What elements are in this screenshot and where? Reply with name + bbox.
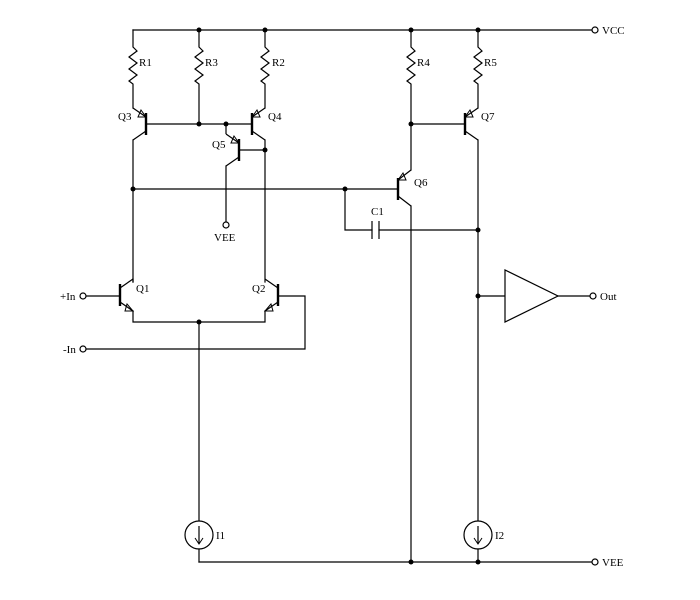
resistor-r1: R1: [128, 29, 152, 109]
r5-label: R5: [484, 57, 497, 69]
in-minus-label: -In: [63, 344, 76, 356]
c1-label: C1: [371, 206, 384, 218]
capacitor-c1: C1: [344, 188, 479, 239]
in-plus-label: +In: [60, 291, 76, 303]
q5-label: Q5: [212, 139, 226, 151]
resistor-r5: R5: [473, 29, 497, 109]
r3-label: R3: [205, 57, 218, 69]
transistor-q5: VEE Q5: [212, 124, 268, 244]
transistor-q7: Q7: [463, 107, 495, 141]
in-minus-terminal[interactable]: [79, 345, 87, 353]
current-source-i1: I1: [184, 520, 225, 563]
q5-vee-label: VEE: [214, 232, 236, 244]
output-buffer: Out: [477, 269, 617, 323]
out-label: Out: [600, 291, 617, 303]
transistor-q1: Q1: [118, 278, 149, 312]
i1-label: I1: [216, 530, 225, 542]
transistor-q6: Q6: [396, 169, 428, 207]
q6-label: Q6: [414, 177, 428, 189]
i2-label: I2: [495, 530, 504, 542]
q3-label: Q3: [118, 111, 132, 123]
q1-label: Q1: [136, 283, 149, 295]
transistor-q3: Q3: [118, 107, 148, 141]
resistor-r4: R4: [406, 29, 430, 125]
q5-vee-terminal[interactable]: [222, 221, 230, 229]
q2-label: Q2: [252, 283, 265, 295]
resistor-r3: R3: [194, 29, 218, 125]
vcc-rail: VCC: [132, 25, 625, 37]
vcc-label: VCC: [602, 25, 625, 37]
r1-label: R1: [139, 57, 152, 69]
resistor-r2: R2: [260, 29, 285, 109]
current-source-i2: I2: [463, 520, 504, 563]
q4-label: Q4: [268, 111, 282, 123]
vcc-terminal[interactable]: [591, 26, 599, 34]
r2-label: R2: [272, 57, 285, 69]
out-terminal[interactable]: [589, 292, 597, 300]
transistor-q2: Q2: [252, 278, 280, 312]
vee-terminal[interactable]: [591, 558, 599, 566]
vee-rail-label: VEE: [602, 557, 624, 569]
r4-label: R4: [417, 57, 430, 69]
transistor-q4: Q4: [250, 107, 282, 141]
q7-label: Q7: [481, 111, 495, 123]
in-plus-terminal[interactable]: [79, 292, 87, 300]
